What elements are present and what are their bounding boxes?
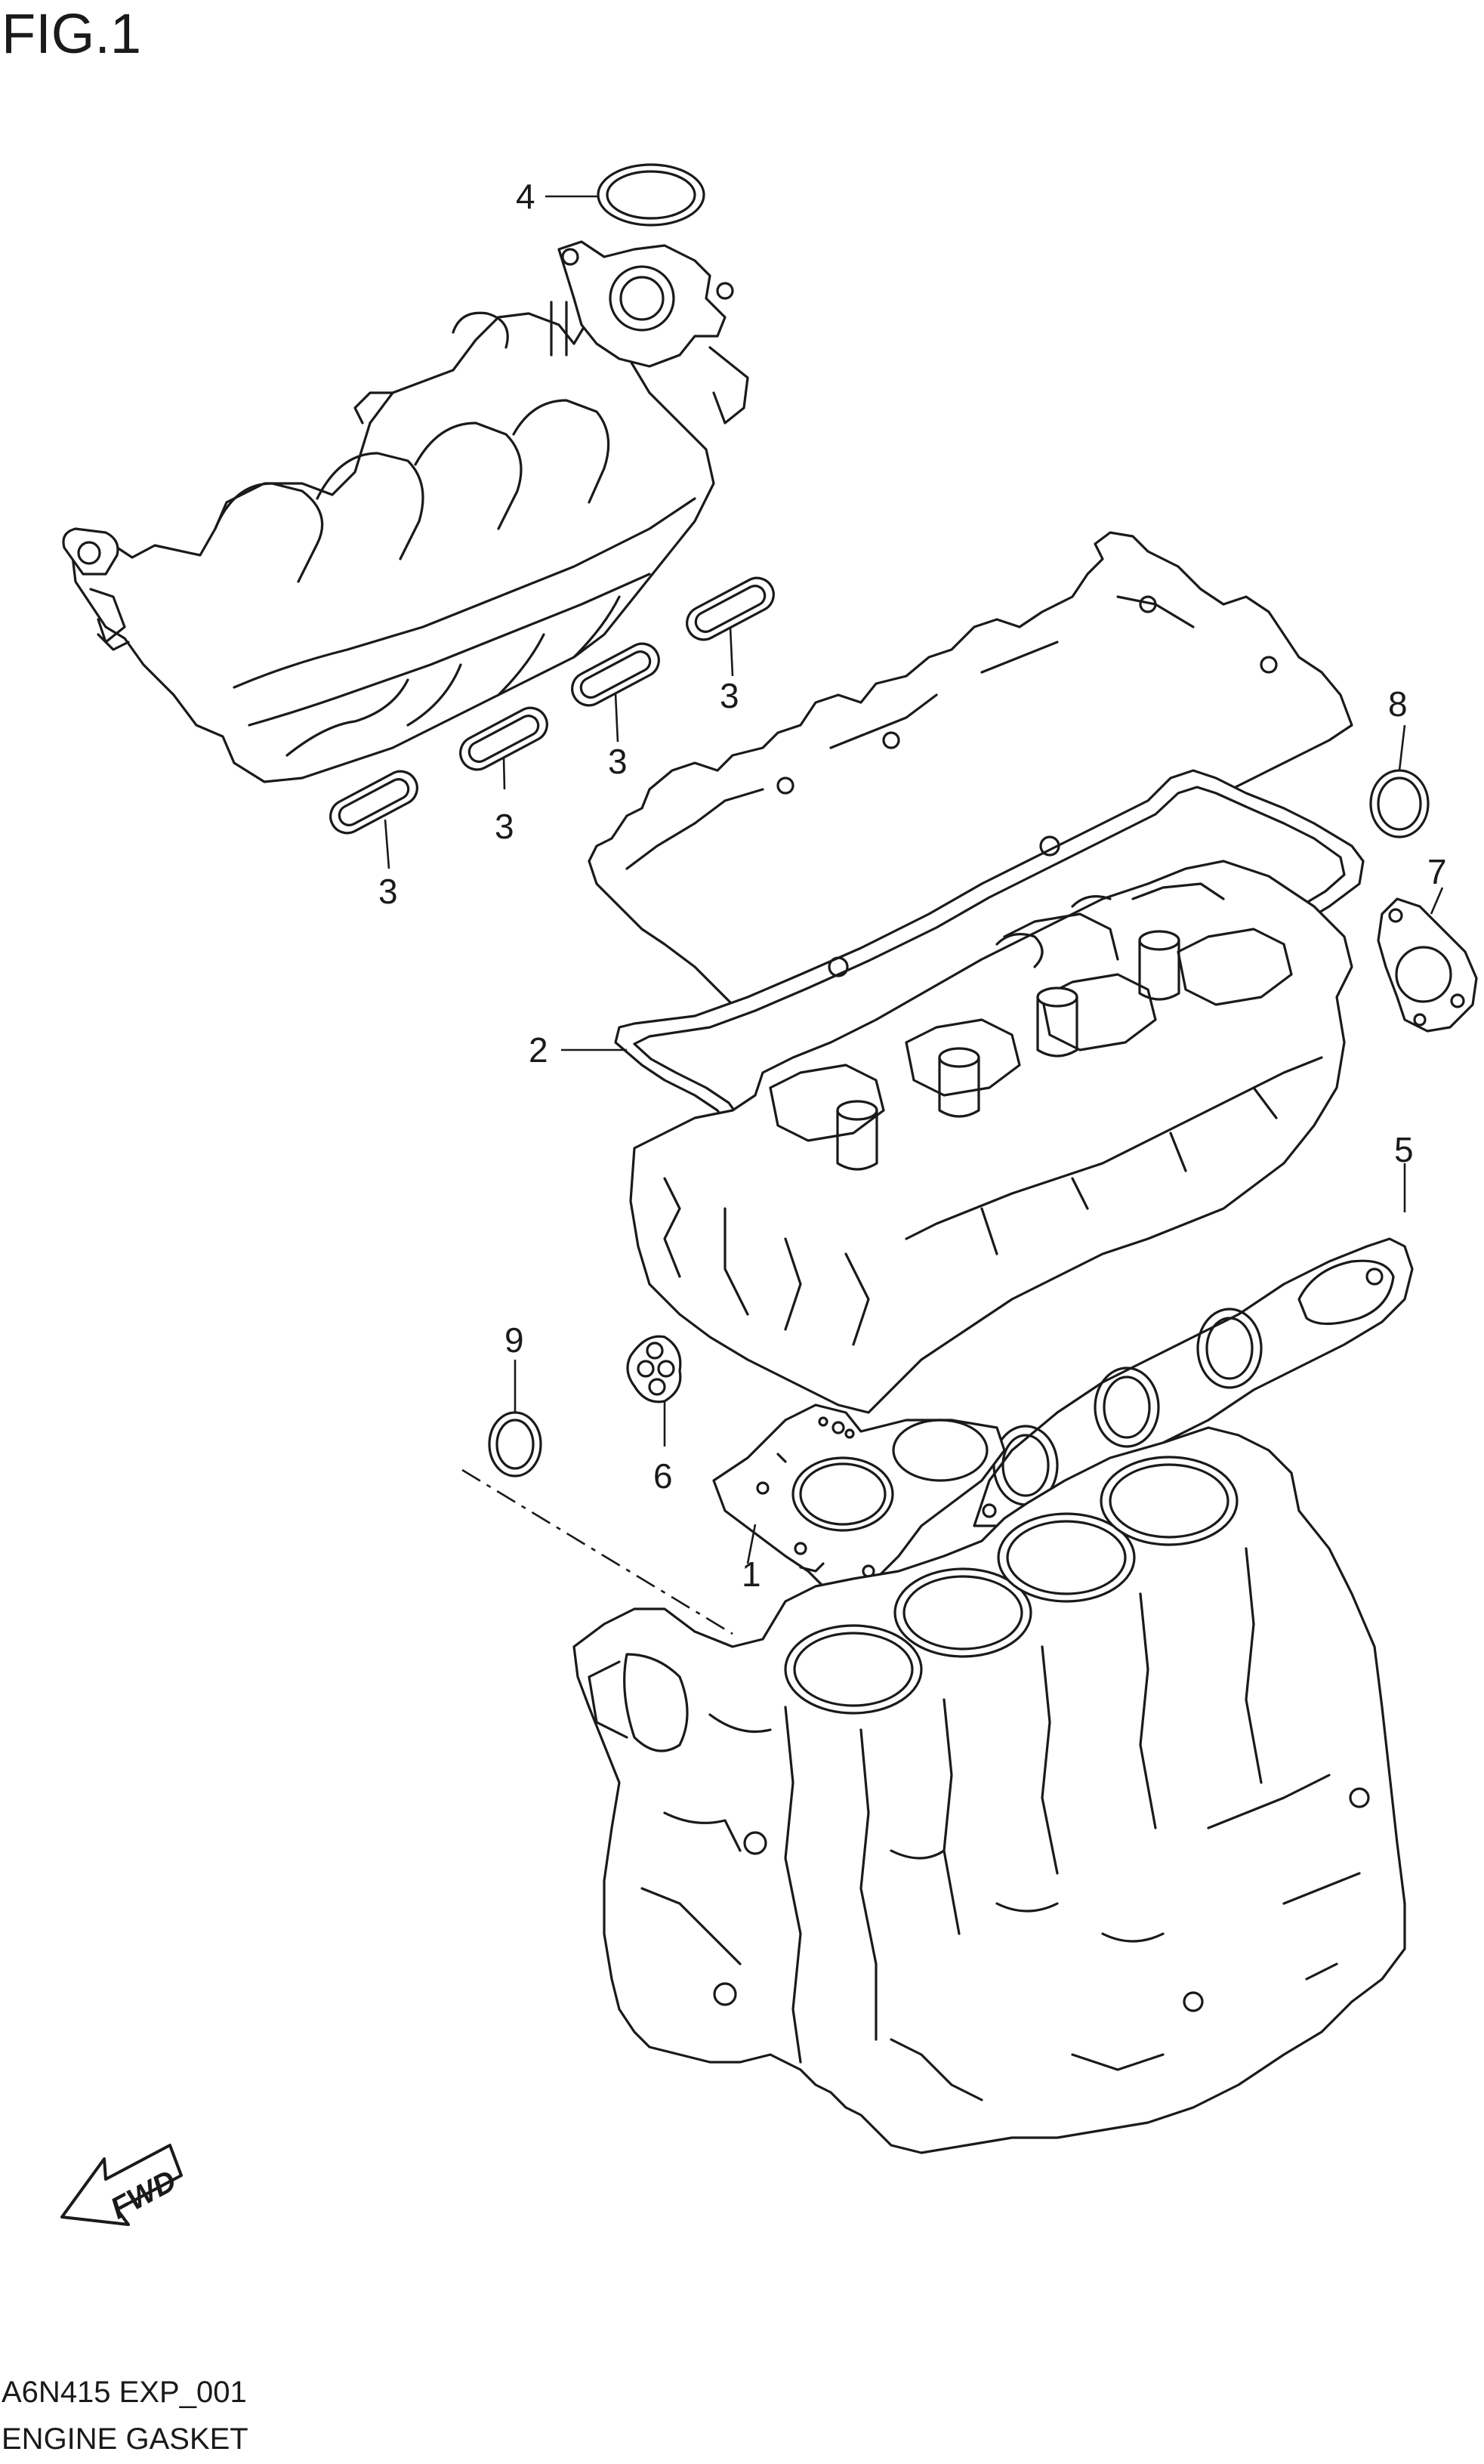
part-1-head-gasket — [712, 1403, 1006, 1603]
part-7-flange-gasket — [1377, 897, 1478, 1033]
callout-9: 9 — [504, 1320, 524, 1360]
callout-3-b: 3 — [495, 807, 514, 846]
part-3-intake-gaskets — [329, 576, 775, 835]
callout-4: 4 — [516, 177, 535, 216]
part-4-ring — [597, 163, 705, 227]
cylinder-block — [572, 1426, 1406, 2154]
callout-1: 1 — [742, 1555, 761, 1594]
callout-3-c: 3 — [608, 742, 628, 781]
fwd-direction-badge: FWD — [60, 2144, 183, 2226]
alignment-line — [461, 1468, 733, 1635]
cylinder-head — [629, 860, 1353, 1414]
part-8-oring — [1369, 769, 1430, 838]
part-6-gasket — [626, 1335, 682, 1403]
callout-6: 6 — [653, 1456, 673, 1496]
intake-manifold — [62, 240, 749, 783]
callout-3-d: 3 — [720, 676, 739, 715]
part-9-oring — [488, 1411, 542, 1477]
figure-title: FIG.1 — [2, 2, 141, 65]
callout-2: 2 — [529, 1030, 548, 1070]
callout-7: 7 — [1427, 852, 1447, 891]
diagram-code: A6N415 EXP_001 — [2, 2376, 247, 2409]
leader-lines — [384, 195, 1444, 1564]
callout-8: 8 — [1388, 684, 1408, 724]
diagram-caption: ENGINE GASKET — [2, 2422, 248, 2456]
callout-3-a: 3 — [378, 872, 398, 911]
callout-5: 5 — [1394, 1130, 1414, 1169]
